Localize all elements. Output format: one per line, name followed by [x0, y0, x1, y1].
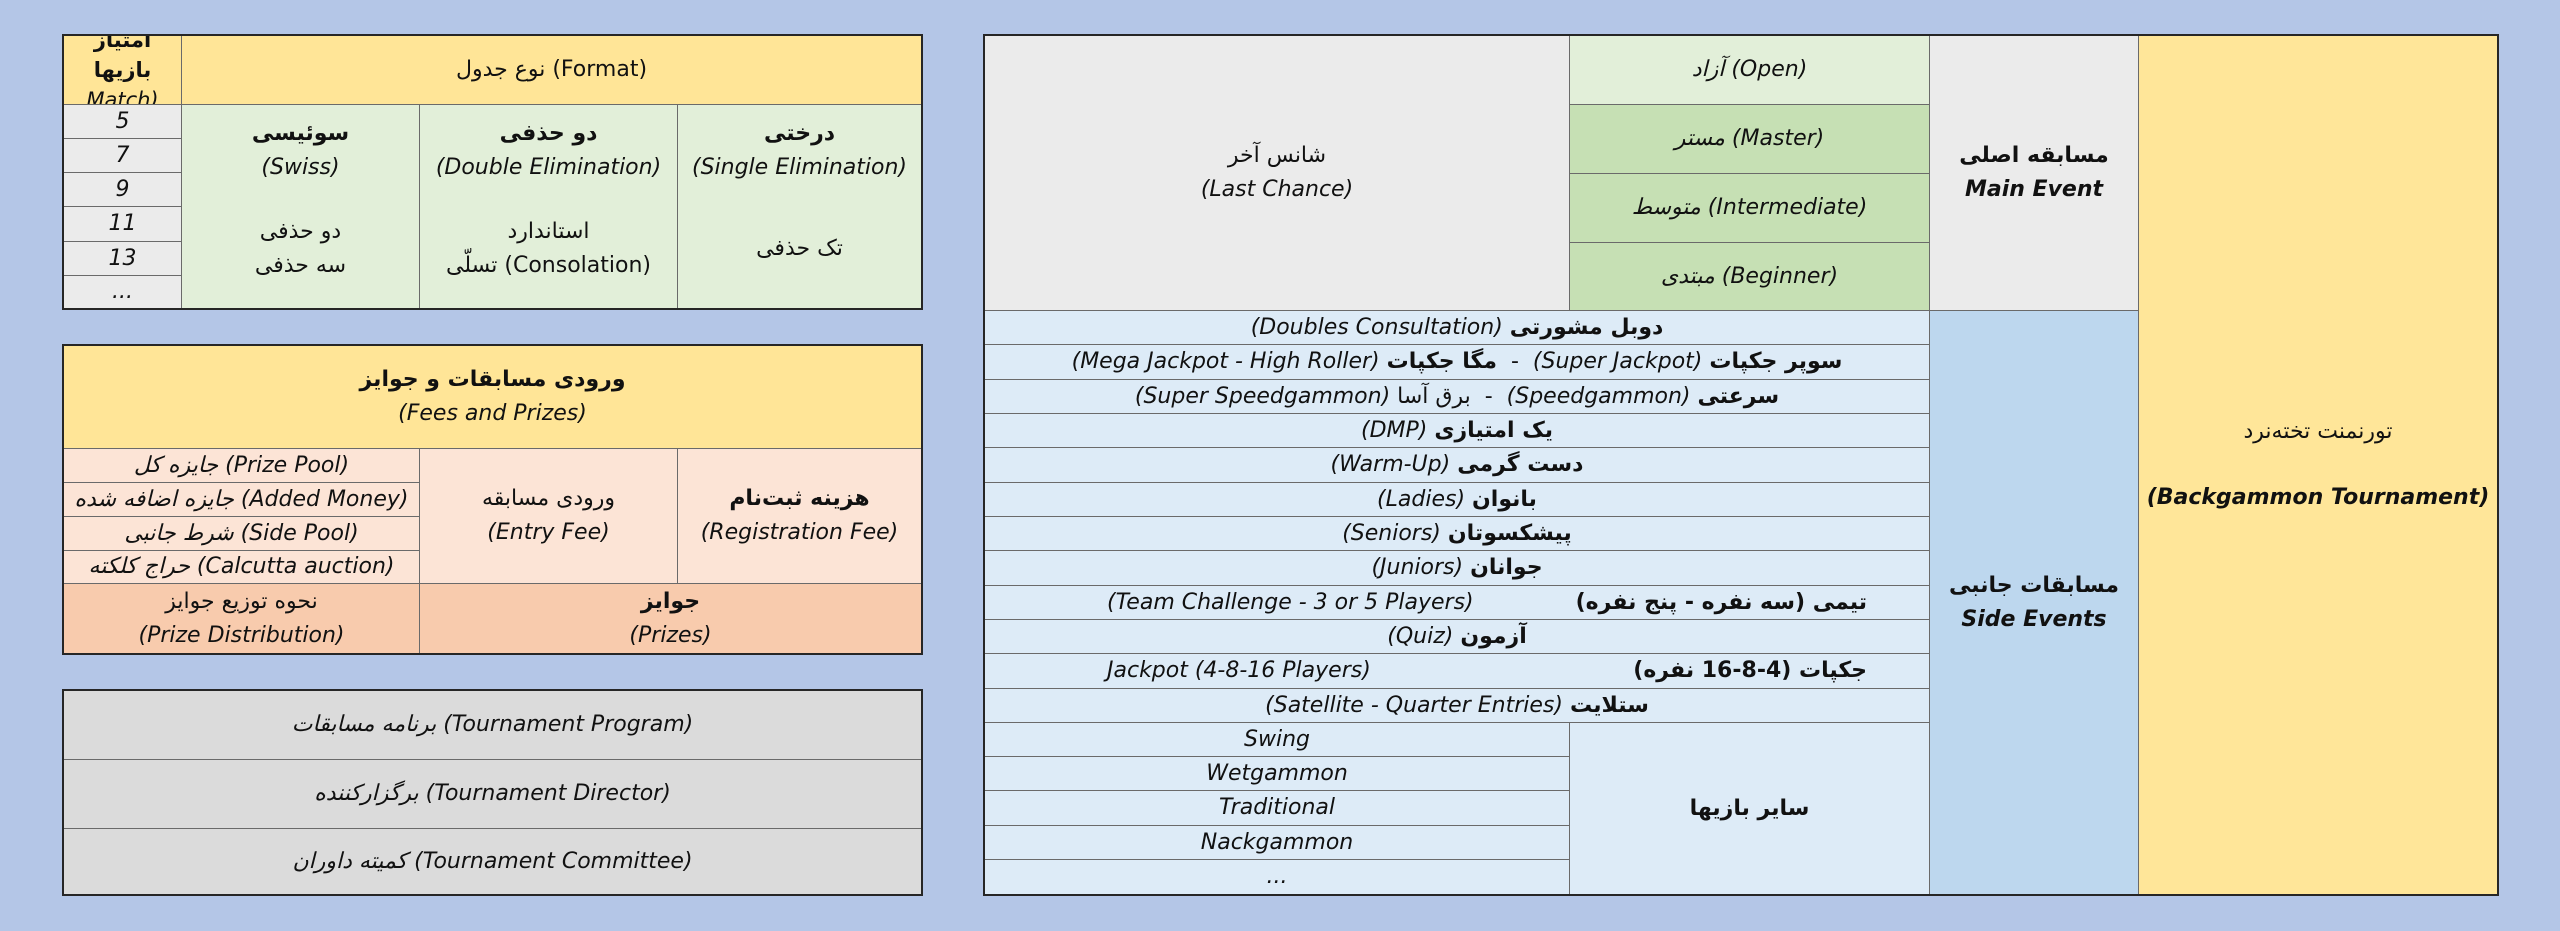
- program-row: برگزارکننده (Tournament Director): [64, 760, 921, 829]
- side-event-row: (Super Speedgammon) برق آسا - (Speedgamm…: [985, 380, 1930, 414]
- fee-item: جایزه کل (Prize Pool): [64, 449, 420, 483]
- other-game: ...: [985, 860, 1570, 894]
- fee-item: حراج کلکته (Calcutta auction): [64, 551, 420, 584]
- registration-fee: هزینه ثبت‌نام (Registration Fee): [678, 449, 921, 584]
- level-open: آزاد (Open): [1570, 36, 1930, 105]
- tournament-title: تورنمنت تخته‌نرد (Backgammon Tournament): [2139, 36, 2497, 894]
- match-point: ...: [64, 276, 182, 308]
- program-row: برنامه مسابقات (Tournament Program): [64, 691, 921, 760]
- other-game: Nackgammon: [985, 826, 1570, 860]
- match-points-header: امتیاز بازیها Match): [64, 36, 182, 105]
- match-point: 5: [64, 105, 182, 139]
- fee-item: شرط جانبی (Side Pool): [64, 517, 420, 551]
- other-game: Wetgammon: [985, 757, 1570, 791]
- fee-item: جایزه اضافه شده (Added Money): [64, 483, 420, 517]
- format-table: امتیاز بازیها Match) نوع جدول (Format) 5…: [62, 34, 923, 310]
- side-event-row: (Quiz) آزمون: [985, 620, 1930, 654]
- side-event-row: (Satellite - Quarter Entries) ستلایت: [985, 689, 1930, 723]
- side-event-row: (Warm-Up) دست گرمی: [985, 448, 1930, 483]
- tournament-table: شانس آخر (Last Chance) آزاد (Open) مستر …: [983, 34, 2499, 896]
- match-point: 13: [64, 242, 182, 276]
- other-games-label: سایر بازیها: [1570, 723, 1930, 894]
- side-event-row: Jackpot (4-8-16 Players)جکپات (4-8-16 نف…: [985, 654, 1930, 689]
- level-beginner: مبتدی (Beginner): [1570, 243, 1930, 311]
- other-game: Swing: [985, 723, 1570, 757]
- program-table: برنامه مسابقات (Tournament Program) برگز…: [62, 689, 923, 896]
- prize-distribution: نحوه توزیع جوایز (Prize Distribution): [64, 584, 420, 653]
- fees-header: ورودی مسابقات و جوایز (Fees and Prizes): [64, 346, 921, 449]
- level-intermediate: متوسط (Intermediate): [1570, 174, 1930, 243]
- other-game: Traditional: [985, 791, 1570, 826]
- side-event-row: (DMP) یک امتیازی: [985, 414, 1930, 448]
- match-points-header-en: Match): [86, 88, 159, 105]
- side-events: مسابقات جانبی Side Events: [1930, 311, 2139, 894]
- match-points-header-fa: امتیاز بازیها: [93, 36, 152, 82]
- side-event-row: (Doubles Consultation) دوبل مشورتی: [985, 311, 1930, 345]
- single-elimination-format: درختی (Single Elimination) تک حذفی: [678, 105, 921, 308]
- match-point: 7: [64, 139, 182, 173]
- prizes: جوایز (Prizes): [420, 584, 921, 653]
- match-point: 11: [64, 207, 182, 242]
- last-chance: شانس آخر (Last Chance): [985, 36, 1570, 311]
- match-point: 9: [64, 173, 182, 207]
- double-elimination-format: دو حذفی (Double Elimination) استاندارد ت…: [420, 105, 678, 308]
- side-event-row: (Mega Jackpot - High Roller) مگا جکپات -…: [985, 345, 1930, 380]
- format-header-label: نوع جدول (Format): [455, 57, 648, 82]
- side-event-row: (Seniors) پیشکسوتان: [985, 517, 1930, 551]
- format-header: نوع جدول (Format): [182, 36, 921, 105]
- program-row: کمیته داوران (Tournament Committee): [64, 829, 921, 894]
- side-event-row: (Team Challenge - 3 or 5 Players)تیمی (س…: [985, 586, 1930, 620]
- main-event: مسابقه اصلی Main Event: [1930, 36, 2139, 311]
- level-master: مستر (Master): [1570, 105, 1930, 174]
- entry-fee: ورودی مسابقه (Entry Fee): [420, 449, 678, 584]
- side-event-row: (Juniors) جوانان: [985, 551, 1930, 586]
- swiss-format: سوئیسی (Swiss) دو حذفی سه حذفی: [182, 105, 420, 308]
- side-event-row: (Ladies) بانوان: [985, 483, 1930, 517]
- fees-table: ورودی مسابقات و جوایز (Fees and Prizes) …: [62, 344, 923, 655]
